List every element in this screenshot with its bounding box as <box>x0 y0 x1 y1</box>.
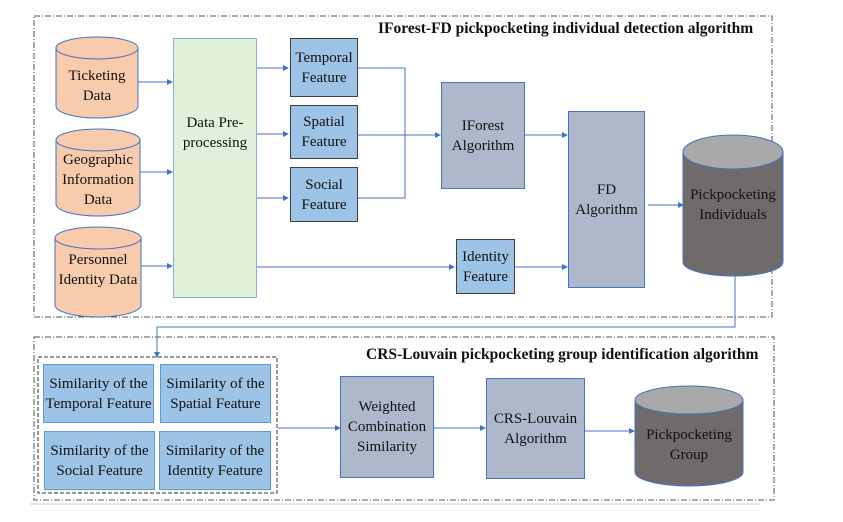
iforest-algorithm-box: IForest Algorithm <box>441 82 525 189</box>
similarity-spatial-box: Similarity of the Spatial Feature <box>160 364 271 423</box>
output-group-label: Pickpocketing Group <box>646 427 732 463</box>
source-identity-label: Personnel Identity Data <box>58 252 138 288</box>
similarity-identity-label: Similarity of the Identity Feature <box>165 442 265 479</box>
arrow-individuals-to-similarity <box>154 275 736 358</box>
feature-temporal-box: Temporal Feature <box>290 38 358 97</box>
output-group-cylinder <box>634 385 744 487</box>
preprocessing-box: Data Pre-processing <box>173 38 257 298</box>
source-ticketing-label: Ticketing Data <box>68 68 126 104</box>
panel-top-title: IForest-FD pickpocketing individual dete… <box>378 20 754 37</box>
panel-top-border <box>33 15 773 318</box>
output-individuals-label: Pickpocketing Individuals <box>690 187 776 223</box>
fd-algorithm-label: FD Algorithm <box>575 181 638 218</box>
similarity-social-box: Similarity of the Social Feature <box>44 431 155 490</box>
output-individuals-cylinder <box>682 134 784 277</box>
weighted-similarity-box: Weighted Combination Similarity <box>340 376 434 478</box>
source-ticketing-cylinder <box>55 36 139 119</box>
feature-social-label: Social Feature <box>301 176 347 213</box>
similarity-temporal-label: Similarity of the Temporal Feature <box>45 375 152 412</box>
similarity-social-label: Similarity of the Social Feature <box>50 442 149 479</box>
feature-identity-label: Identity Feature <box>462 248 509 285</box>
merge-temporal <box>358 67 406 199</box>
feature-spatial-box: Spatial Feature <box>290 105 358 159</box>
similarity-temporal-box: Similarity of the Temporal Feature <box>43 364 154 423</box>
fd-algorithm-box: FD Algorithm <box>568 111 645 288</box>
source-identity-cylinder <box>54 226 142 318</box>
similarity-identity-box: Similarity of the Identity Feature <box>159 431 271 490</box>
feature-social-box: Social Feature <box>290 167 358 222</box>
crs-louvain-algorithm-box: CRS-Louvain Algorithm <box>486 378 585 479</box>
similarity-spatial-label: Similarity of the Spatial Feature <box>166 375 265 412</box>
similarity-group-border <box>37 356 278 494</box>
panel-bottom-title: CRS-Louvain pickpocketing group identifi… <box>366 346 759 363</box>
iforest-algorithm-label: IForest Algorithm <box>451 117 515 154</box>
source-geographic-label: Geographic Information Data <box>62 152 134 208</box>
crs-louvain-algorithm-label: CRS-Louvain Algorithm <box>493 410 578 447</box>
panel-bottom-border <box>33 336 775 501</box>
source-geographic-cylinder <box>55 128 141 217</box>
preprocessing-label: Data Pre-processing <box>182 115 248 151</box>
feature-identity-box: Identity Feature <box>456 239 515 294</box>
feature-temporal-label: Temporal Feature <box>295 49 353 86</box>
feature-spatial-label: Spatial Feature <box>301 114 347 150</box>
weighted-similarity-label: Weighted Combination Similarity <box>347 399 427 455</box>
